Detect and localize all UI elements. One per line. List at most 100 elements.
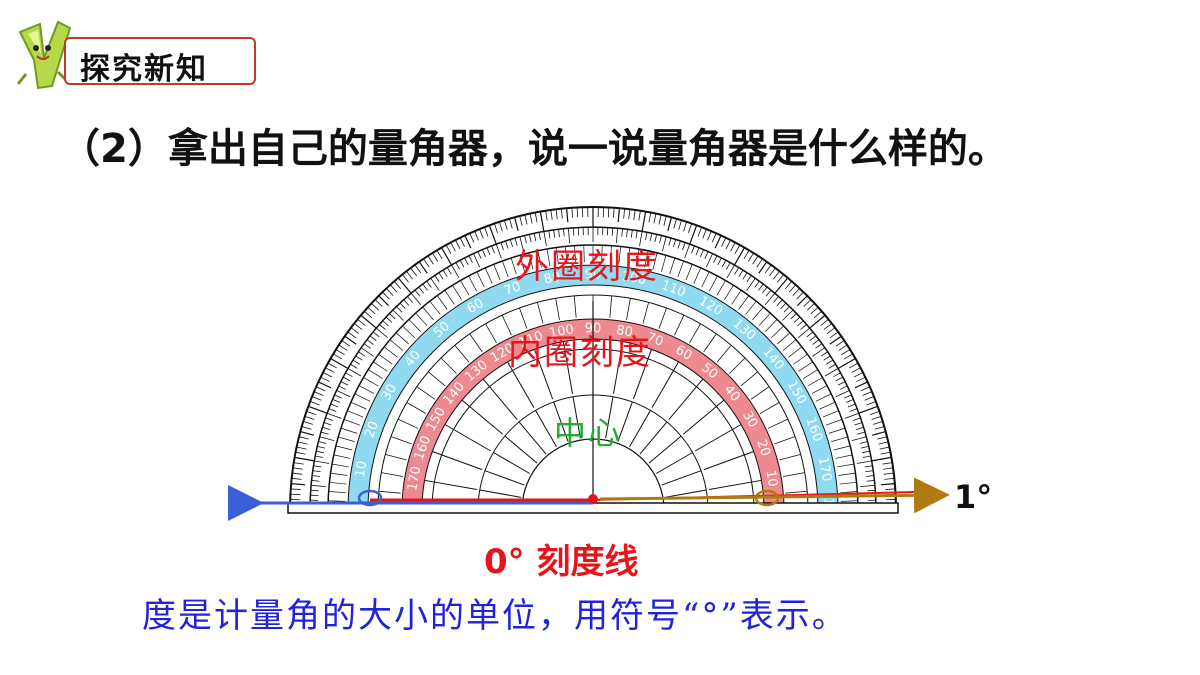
degree-tick <box>839 385 848 390</box>
degree-tick <box>884 477 895 480</box>
scale-number: 60 <box>465 296 487 317</box>
degree-tick <box>396 306 403 313</box>
degree-tick <box>609 295 613 318</box>
degree-tick <box>847 403 856 408</box>
degree-tick <box>644 250 649 268</box>
degree-tick <box>648 212 652 223</box>
degree-tick <box>445 244 452 254</box>
degree-tick <box>468 275 477 292</box>
degree-tick <box>717 257 722 266</box>
scale-number: 70 <box>645 330 666 350</box>
degree-tick <box>774 277 789 294</box>
degree-tick <box>323 422 332 426</box>
degree-tick <box>374 299 383 307</box>
degree-tick <box>455 262 461 270</box>
degree-tick <box>777 274 784 283</box>
degree-tick <box>726 264 735 279</box>
radial-line <box>504 435 538 464</box>
degree-tick <box>375 327 388 339</box>
degree-tick <box>860 386 870 392</box>
degree-tick <box>754 280 760 288</box>
radial-line <box>605 396 614 439</box>
degree-tick <box>460 280 470 296</box>
degree-tick <box>306 410 317 415</box>
degree-tick <box>378 295 390 307</box>
degree-tick <box>338 344 348 351</box>
footer-text: 度是计量角的大小的单位，用符号“°”表示。 <box>142 596 848 636</box>
degree-tick <box>823 323 833 330</box>
degree-tick <box>378 490 401 494</box>
degree-tick <box>528 252 534 270</box>
degree-tick <box>440 357 457 374</box>
degree-tick <box>468 255 473 264</box>
degree-tick <box>352 359 360 365</box>
degree-tick <box>510 257 517 275</box>
degree-tick <box>311 396 322 401</box>
degree-tick <box>314 460 330 464</box>
degree-tick <box>752 306 764 321</box>
degree-tick <box>383 346 398 358</box>
degree-tick <box>685 264 693 281</box>
degree-tick <box>882 462 893 465</box>
degree-tick <box>823 355 831 361</box>
degree-tick <box>703 333 717 353</box>
degree-tick <box>295 451 306 455</box>
degree-tick <box>743 250 750 260</box>
radial-line <box>648 435 682 464</box>
degree-tick <box>880 451 891 455</box>
degree-tick <box>769 267 776 277</box>
degree-tick <box>810 306 819 315</box>
degree-tick <box>844 394 852 399</box>
degree-tick <box>807 377 823 387</box>
degree-tick <box>759 402 780 414</box>
degree-tick <box>386 288 394 296</box>
degree-tick <box>822 410 839 418</box>
degree-tick <box>733 247 746 266</box>
degree-tick <box>851 367 861 373</box>
degree-tick <box>689 225 698 245</box>
degree-tick <box>344 335 357 345</box>
degree-tick <box>860 445 869 449</box>
degree-tick <box>364 310 373 319</box>
degree-tick <box>563 228 565 237</box>
degree-tick <box>558 229 560 238</box>
degree-tick <box>627 247 631 265</box>
degree-tick <box>707 230 712 241</box>
degree-tick <box>436 295 448 310</box>
scale-number: 30 <box>379 382 400 404</box>
degree-tick <box>426 280 432 288</box>
outer-degree-ticks <box>290 207 896 511</box>
degree-tick <box>840 491 858 494</box>
degree-tick <box>367 306 376 315</box>
degree-tick <box>673 218 677 229</box>
section-badge: 探究新知 <box>14 14 256 94</box>
degree-tick <box>402 274 409 283</box>
radial-line <box>493 452 531 474</box>
degree-tick <box>320 431 329 435</box>
section-title: 探究新知 <box>80 52 208 87</box>
degree-tick <box>859 484 875 488</box>
degree-tick <box>423 258 430 268</box>
degree-tick <box>773 296 779 303</box>
degree-tick <box>724 285 734 300</box>
degree-tick <box>430 277 440 291</box>
degree-tick <box>440 247 453 266</box>
degree-tick <box>746 277 756 291</box>
inner-scale-label: 内圈刻度 <box>508 333 652 373</box>
degree-tick <box>658 307 667 329</box>
degree-tick <box>838 344 848 351</box>
degree-tick <box>871 456 892 462</box>
degree-tick <box>721 237 727 247</box>
degree-tick <box>326 412 342 419</box>
degree-tick <box>410 292 422 305</box>
degree-tick <box>373 361 388 372</box>
degree-tick <box>312 470 321 473</box>
degree-tick <box>829 331 839 339</box>
degree-tick <box>721 259 727 268</box>
degree-tick <box>758 312 771 326</box>
degree-tick <box>833 445 851 451</box>
degree-tick <box>742 272 748 280</box>
degree-tick <box>294 456 315 462</box>
scale-number: 60 <box>673 343 695 364</box>
radial-line <box>664 489 707 498</box>
